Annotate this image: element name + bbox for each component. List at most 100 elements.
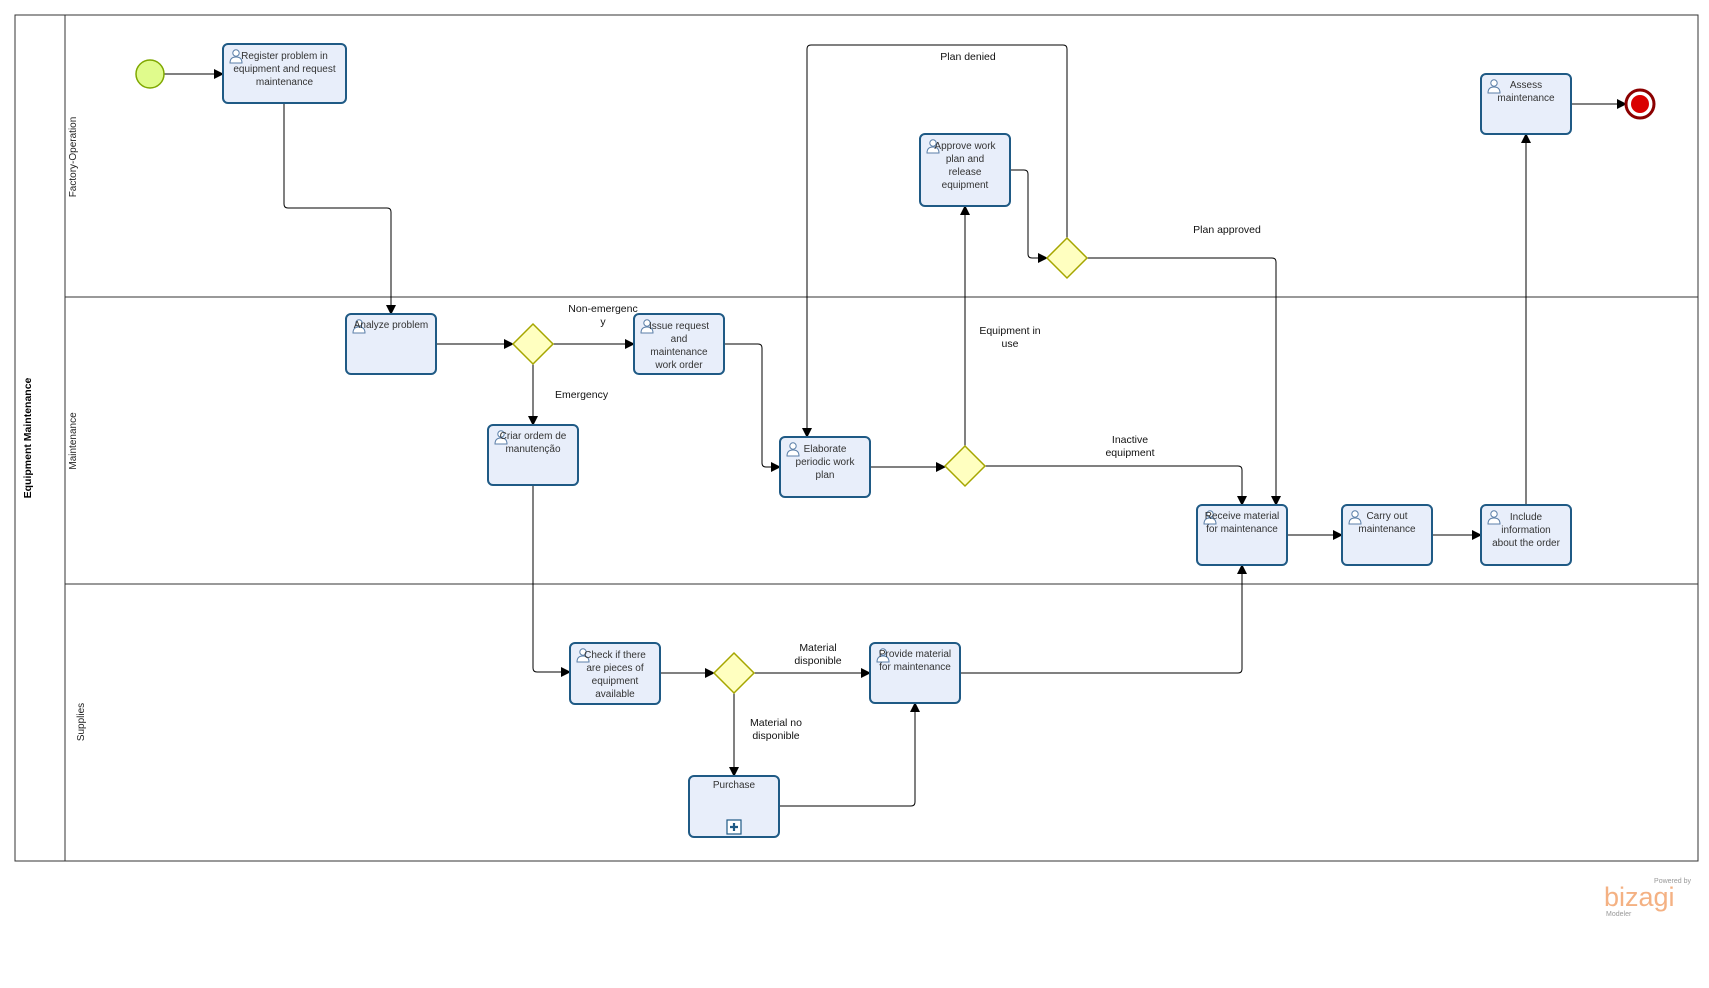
sequence-flow-purchase-to-provide — [779, 702, 920, 807]
flow-label-line: Equipment in — [979, 325, 1040, 337]
gateway-material[interactable] — [712, 651, 756, 695]
task-label-line: for maintenance — [1206, 524, 1278, 535]
task-analyze[interactable]: Analyze problem — [345, 313, 437, 375]
gateway-plan[interactable] — [1045, 236, 1089, 280]
flow-label-line: Material — [799, 642, 836, 654]
bizagi-logo: Powered by bizagi Modeler — [1604, 878, 1691, 918]
task-label: Analyze problem — [354, 320, 428, 331]
task-box — [1480, 504, 1572, 566]
flow-label-line: Material no — [750, 717, 802, 729]
sequence-flows — [164, 44, 1627, 807]
gateway-emergency[interactable] — [511, 322, 555, 366]
user-icon — [1487, 510, 1501, 525]
task-provide[interactable]: Provide material for maintenance — [869, 642, 961, 704]
lane-supplies: Supplies — [76, 703, 87, 741]
task-label-line: maintenance — [650, 347, 708, 358]
task-label-line: equipment and request — [233, 64, 336, 75]
sequence-flow-gw_plan-to-receive — [1087, 257, 1281, 506]
gateway-equipment[interactable] — [943, 444, 987, 488]
task-label-line: plan and — [946, 154, 984, 165]
flow-label-line: Non-emergenc — [568, 303, 637, 315]
user-icon — [926, 139, 940, 154]
subprocess-plus-icon[interactable] — [726, 819, 742, 835]
task-label: Purchase — [713, 780, 756, 791]
flow-label-line: y — [600, 316, 606, 328]
task-label: Provide material for maintenance — [879, 649, 951, 673]
flow-label-f12: Plan approved — [1193, 224, 1261, 236]
sequence-flow-gw_equipment-to-receive — [985, 465, 1247, 506]
user-icon — [494, 430, 508, 445]
flow-label-line: Plan denied — [940, 51, 996, 63]
sequence-flow-approve-to-gw_plan — [1010, 169, 1048, 263]
task-label-line: maintenance — [256, 77, 314, 88]
lane-label-maintenance: Maintenance — [68, 412, 79, 470]
lane-label-supplies: Supplies — [76, 703, 87, 741]
user-icon — [640, 319, 654, 334]
task-label-line: Include — [1510, 512, 1543, 523]
task-box — [1341, 504, 1433, 566]
task-label-line: and — [671, 334, 688, 345]
task-register[interactable]: Register problem in equipment and request… — [222, 43, 347, 104]
sequence-flow-criar-to-check — [532, 485, 571, 677]
task-label-line: equipment — [592, 676, 639, 687]
start-event-circle — [135, 59, 165, 89]
pool-label: Equipment Maintenance — [22, 377, 34, 498]
flow-label-line: Plan approved — [1193, 224, 1261, 236]
task-approve[interactable]: Approve work plan and release equipment — [919, 133, 1011, 207]
task-box — [1196, 504, 1288, 566]
task-label-line: Purchase — [713, 780, 756, 791]
task-label-line: Check if there — [584, 650, 646, 661]
task-label: Approve work plan and release equipment — [934, 141, 996, 191]
start-event[interactable] — [135, 59, 165, 89]
user-icon — [786, 442, 800, 457]
logo-wordmark: bizagi — [1604, 882, 1675, 912]
task-label-line: Register problem in — [241, 51, 328, 62]
task-label-line: work order — [654, 360, 703, 371]
task-label-line: plan — [816, 470, 835, 481]
sequence-flow-register-to-analyze — [283, 103, 396, 315]
task-purchase[interactable]: Purchase — [688, 775, 780, 838]
task-label-line: release — [949, 167, 982, 178]
task-box — [345, 313, 437, 375]
task-label: Register problem in equipment and request… — [233, 51, 336, 88]
task-label-line: are pieces of — [586, 663, 643, 674]
end-event-circle — [1631, 95, 1649, 113]
task-label-line: for maintenance — [879, 662, 951, 673]
flow-nodes: Register problem in equipment and request… — [135, 43, 1656, 838]
task-label-line: Provide material — [879, 649, 951, 660]
user-icon — [1203, 510, 1217, 525]
task-label-line: about the order — [1492, 538, 1560, 549]
lane-label-factory: Factory-Operation — [68, 117, 79, 198]
task-label-line: Elaborate — [804, 444, 847, 455]
task-label-line: manutenção — [505, 444, 560, 455]
flow-label-line: disponible — [752, 730, 799, 742]
task-label-line: Approve work — [934, 141, 996, 152]
task-box — [688, 775, 780, 838]
flow-label-f11: Plan denied — [940, 51, 996, 63]
end-event[interactable] — [1624, 88, 1656, 120]
flow-label-line: Inactive — [1112, 434, 1148, 446]
lane-factory: Factory-Operation — [65, 117, 1698, 298]
sequence-flow-provide-to-receive — [960, 564, 1247, 674]
task-label-line: equipment — [942, 180, 989, 191]
